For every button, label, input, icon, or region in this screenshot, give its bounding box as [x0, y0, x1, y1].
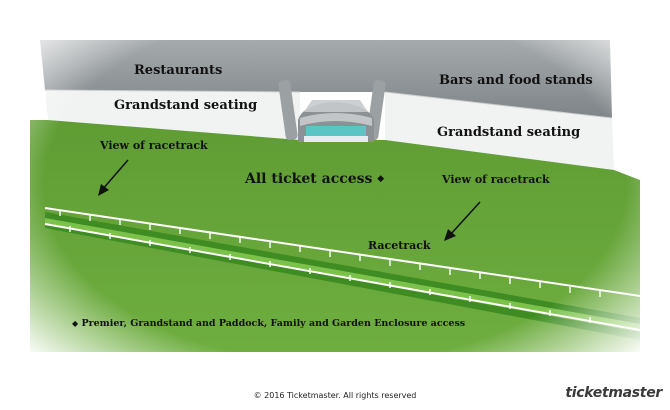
- legend-text: Premier, Grandstand and Paddock, Family …: [81, 318, 466, 329]
- copyright: © 2016 Ticketmaster. All rights reserved: [253, 391, 417, 400]
- label-bars-food-stands: Bars and food stands: [439, 73, 593, 88]
- label-all-ticket-access: All ticket access ◆: [245, 172, 384, 186]
- label-grandstand-seating-left: Grandstand seating: [114, 98, 258, 113]
- label-view-of-racetrack-right: View of racetrack: [442, 173, 550, 186]
- diamond-icon: ◆: [72, 318, 79, 328]
- label-restaurants: Restaurants: [134, 63, 223, 78]
- all-access-text: All ticket access: [245, 171, 373, 187]
- label-grandstand-seating-right: Grandstand seating: [437, 125, 581, 140]
- legend-note: ◆ Premier, Grandstand and Paddock, Famil…: [72, 319, 465, 329]
- ticketmaster-logo[interactable]: ticketmaster: [565, 385, 662, 401]
- diamond-icon: ◆: [377, 174, 385, 184]
- label-racetrack: Racetrack: [368, 239, 431, 252]
- label-view-of-racetrack-left: View of racetrack: [100, 139, 208, 152]
